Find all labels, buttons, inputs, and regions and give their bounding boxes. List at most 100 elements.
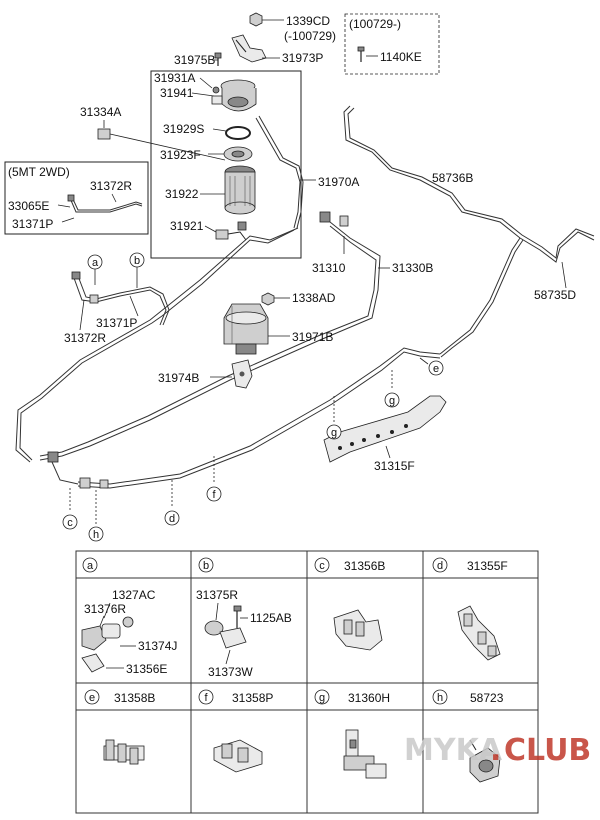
clip-group-left xyxy=(47,451,109,489)
svg-text:c: c xyxy=(319,560,325,572)
legend-b-part-2: 1125AB xyxy=(250,611,292,625)
svg-text:h: h xyxy=(93,529,99,541)
callout-31922: 31922 xyxy=(165,187,199,201)
callout-31315F: 31315F xyxy=(374,459,415,473)
legend-d-clip-icon xyxy=(457,605,501,661)
svg-text:h: h xyxy=(437,692,443,704)
legend-cell-h: h 58723 xyxy=(432,689,504,783)
legend-cell-f: f 31358P xyxy=(198,689,273,773)
protector-31315F-icon xyxy=(323,395,447,463)
svg-text:b: b xyxy=(203,560,209,572)
legend-f-title: 31358P xyxy=(232,691,273,705)
legend-b-clamp-icon xyxy=(204,605,247,649)
legend-c-title: 31356B xyxy=(344,559,385,573)
callout-31971B: 31971B xyxy=(292,330,333,344)
nut-icon xyxy=(249,12,263,27)
fuel-filter-icon xyxy=(224,165,256,215)
callout-31970A: 31970A xyxy=(318,175,359,189)
nut-1338AD-icon xyxy=(261,292,275,306)
svg-text:g: g xyxy=(319,692,325,704)
callout-58735D: 58735D xyxy=(534,288,576,302)
pipe-main-left xyxy=(15,227,299,463)
legend-b-part-1: 31375R xyxy=(196,588,238,602)
variant-box xyxy=(344,13,440,75)
legend-g-title: 31360H xyxy=(348,691,390,705)
callout-1338AD: 1338AD xyxy=(292,291,336,305)
legend-a-part-3: 31374J xyxy=(138,639,177,653)
drain-valve-icon xyxy=(215,221,247,241)
legend-h-clip-icon xyxy=(469,739,501,783)
filter-bracket-icon xyxy=(231,34,267,63)
callout-31975B: 31975B xyxy=(174,53,215,67)
svg-text:e: e xyxy=(89,692,95,704)
svg-text:b: b xyxy=(134,255,140,267)
marker-a: a xyxy=(87,254,103,285)
pipe-lower-right xyxy=(77,347,441,485)
marker-c: c xyxy=(62,488,78,530)
variant-box-title: (100729-) xyxy=(349,17,401,31)
legend-cell-b: b 31375R 1125AB 31373W xyxy=(196,557,292,679)
callout-31923F: 31923F xyxy=(160,148,201,162)
legend-a-part-4: 31356E xyxy=(126,662,167,676)
inset-callout-31371P: 31371P xyxy=(12,217,53,231)
filter-head-icon xyxy=(211,79,257,112)
legend-cell-d: d 31355F xyxy=(432,557,508,661)
legend-grid xyxy=(75,550,539,814)
callout-31931A: 31931A xyxy=(154,71,195,85)
inset-hose-icon xyxy=(67,194,143,213)
legend-a-part-2: 31376R xyxy=(84,602,126,616)
legend-cell-c: c 31356B xyxy=(314,557,385,651)
marker-h: h xyxy=(88,490,104,542)
legend-g-clip-icon xyxy=(343,729,387,779)
legend-b-part-3: 31373W xyxy=(208,665,253,679)
callout-31921: 31921 xyxy=(170,219,204,233)
legend-f-clip-icon xyxy=(213,739,263,773)
screw-icon xyxy=(214,52,222,66)
marker-b: b xyxy=(129,252,145,288)
watermark-logo: MYKA . CLUB xyxy=(404,733,591,768)
legend-cell-g: g 31360H xyxy=(314,689,390,779)
callout-31330B: 31330B xyxy=(392,261,433,275)
fitting-31310 xyxy=(319,211,349,227)
legend-h-title: 58723 xyxy=(470,691,504,705)
callout-1140KE: 1140KE xyxy=(380,50,422,64)
svg-text:f: f xyxy=(204,692,208,704)
marker-g-upper: g xyxy=(384,370,400,408)
filter-group-box xyxy=(150,70,302,259)
svg-text:a: a xyxy=(92,257,99,269)
pipe-31970A xyxy=(255,117,301,229)
legend-cell-a: a 1327AC 31376R 31374J 31356E xyxy=(81,557,177,676)
marker-d: d xyxy=(164,480,180,526)
callout-1339CD: 1339CD xyxy=(286,14,330,28)
svg-text:d: d xyxy=(437,560,443,572)
callout-31334A: 31334A xyxy=(80,105,121,119)
pipe-31330B xyxy=(39,221,381,461)
callout-100729: (-100729) xyxy=(284,29,336,43)
clip-icon xyxy=(97,128,111,140)
o-ring-icon xyxy=(225,126,251,140)
callout-31974B: 31974B xyxy=(158,371,199,385)
legend-cell-e: e 31358B xyxy=(84,689,155,765)
inset-callout-33065E: 33065E xyxy=(8,199,49,213)
svg-text:g: g xyxy=(389,395,395,407)
svg-text:c: c xyxy=(67,517,73,529)
svg-text:CLUB: CLUB xyxy=(504,733,591,768)
legend-d-title: 31355F xyxy=(467,559,508,573)
legend-a-clip-icon xyxy=(81,616,134,673)
callout-58736B: 58736B xyxy=(432,171,473,185)
bolt-icon xyxy=(357,46,365,62)
callout-31929S: 31929S xyxy=(163,122,204,136)
svg-text:e: e xyxy=(433,363,439,375)
marker-e: e xyxy=(419,357,444,376)
svg-text:f: f xyxy=(212,489,216,501)
svg-text:g: g xyxy=(331,427,337,439)
legend-e-title: 31358B xyxy=(114,691,155,705)
callout-31310: 31310 xyxy=(312,261,346,275)
bracket-31974B-icon xyxy=(231,359,253,389)
svg-text:a: a xyxy=(87,560,94,572)
pipe-58736B xyxy=(343,105,595,263)
marker-g-lower: g xyxy=(326,396,342,440)
callout-31372R: 31372R xyxy=(64,331,106,345)
callout-31973P: 31973P xyxy=(282,51,323,65)
